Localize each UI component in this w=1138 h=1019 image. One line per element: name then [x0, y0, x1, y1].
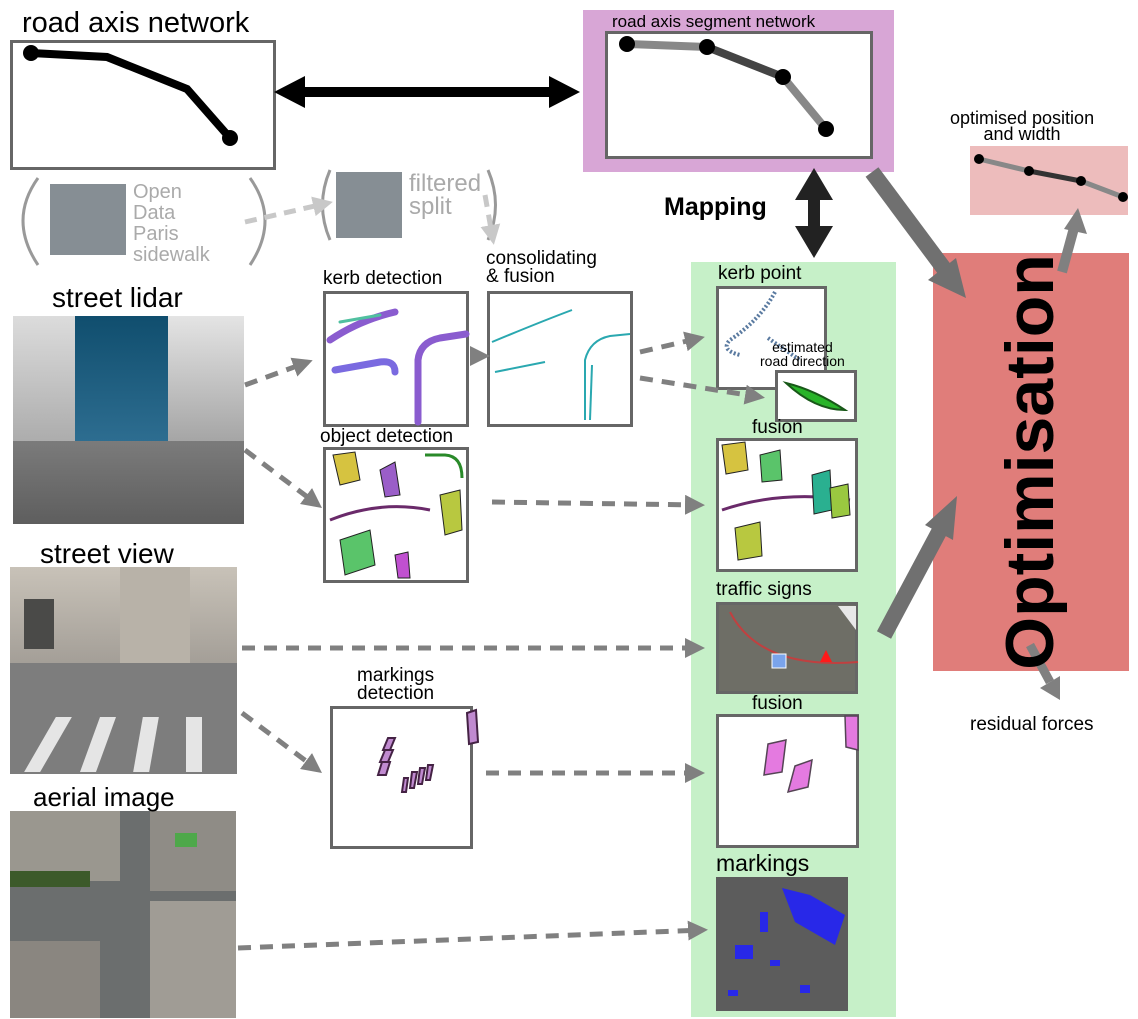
street-view-photo — [10, 567, 237, 774]
markings-image — [716, 877, 848, 1011]
segment-network-label: road axis segment network — [612, 12, 816, 31]
fusion-markings-shapes — [763, 715, 859, 794]
traffic-signs-box — [716, 602, 858, 694]
markings-blue — [728, 888, 845, 996]
optimised-polyline — [974, 154, 1128, 202]
fusion-label-2: fusion — [752, 693, 803, 714]
fusion-shapes — [721, 441, 851, 561]
triangle-warning-icon — [820, 650, 832, 662]
filter-arrows — [244, 194, 501, 245]
traffic-sign-map — [729, 606, 859, 669]
street-view-label: street view — [40, 538, 174, 569]
open-data-label: Open Data Paris sidewalk — [133, 181, 210, 266]
object-detection-label: object detection — [320, 426, 454, 447]
traffic-signs-label: traffic signs — [716, 579, 812, 600]
kerb-point-label: kerb point — [718, 263, 802, 284]
road-axis-network-label: road axis network — [22, 7, 250, 39]
road-direction-shape — [782, 381, 849, 412]
estimated-road-direction-label: estimated road direction — [760, 339, 845, 369]
filtered-thumbnail — [336, 172, 402, 238]
markings-detection-box — [330, 706, 473, 849]
road-axis-polyline — [23, 45, 238, 146]
kerb-detection-label: kerb detection — [323, 268, 443, 289]
fusion-markings-box — [716, 714, 859, 848]
optimisation-label: Optimisation — [992, 254, 1068, 670]
mapping-arrow — [795, 168, 833, 258]
link-arrow — [274, 76, 580, 108]
optimisation-arrows — [865, 167, 1087, 700]
data-flow-arrows — [237, 331, 765, 951]
markings-detection-label: markings detection — [357, 665, 435, 704]
road-axis-segment-network-box — [605, 31, 873, 159]
markings-label: markings — [716, 850, 810, 876]
aerial-photo — [10, 811, 236, 1018]
sidewalk-thumbnail — [50, 184, 126, 255]
optimised-position-panel — [970, 146, 1128, 215]
optimised-position-label: optimised position and width — [950, 108, 1095, 144]
optimisation-panel — [933, 253, 1129, 671]
street-lidar-label: street lidar — [52, 282, 183, 313]
consolidated-lines — [491, 309, 631, 421]
filtered-split-label: filtered split — [409, 170, 482, 220]
object-shapes — [329, 451, 464, 579]
consolidating-label: consolidating & fusion — [486, 248, 597, 287]
residual-forces-label: residual forces — [970, 714, 1094, 735]
markings-shapes — [376, 708, 480, 793]
street-lidar-photo — [13, 316, 244, 524]
aerial-image-label: aerial image — [33, 782, 175, 812]
fusion-label-1: fusion — [752, 417, 803, 438]
mapping-label: Mapping — [664, 193, 767, 221]
road-axis-network-box — [10, 40, 276, 170]
kerb-points — [724, 291, 802, 362]
kerb-lines — [326, 308, 470, 426]
segment-polyline — [619, 36, 834, 137]
